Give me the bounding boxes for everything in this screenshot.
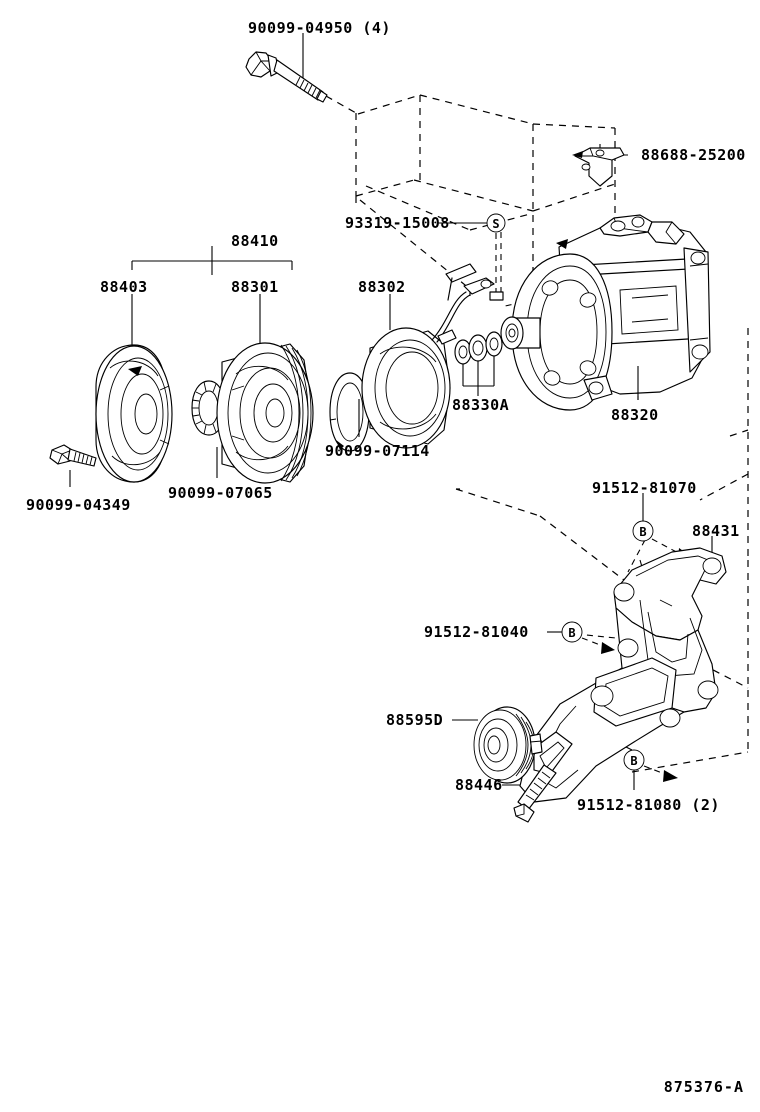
label-bolt-top: 90099-04950 (4) xyxy=(248,19,391,37)
part-shims-88330A xyxy=(454,331,503,396)
label-shims: 88330A xyxy=(452,396,510,414)
part-bolt-88446 xyxy=(502,764,557,823)
part-91512-81080: B xyxy=(623,749,678,790)
part-compressor-88320 xyxy=(500,214,711,411)
label-idler-pulley: 88595D xyxy=(386,711,444,729)
group-bracket-88410 xyxy=(131,246,293,275)
part-bracket-88431 xyxy=(519,536,727,803)
label-snap-ring: 90099-07114 xyxy=(325,442,430,460)
label-compressor: 88320 xyxy=(611,406,659,424)
label-hub-washer: 90099-07065 xyxy=(168,484,273,502)
label-hub-bolt: 90099-04349 xyxy=(26,496,131,514)
label-bracket-main: 88431 xyxy=(692,522,740,540)
part-bolt-90099-04349 xyxy=(49,444,97,487)
part-field-coil-88302 xyxy=(361,263,495,449)
part-washer-90099-07065 xyxy=(191,380,226,478)
part-88688-25200 xyxy=(572,144,628,187)
svg-text:B: B xyxy=(568,626,575,640)
label-idler-bolt: 88446 xyxy=(455,776,503,794)
label-bracket-small: 88688-25200 xyxy=(641,146,746,164)
part-idler-pulley-88595D xyxy=(452,706,543,784)
label-bolt-b-mid: 91512-81040 xyxy=(424,623,529,641)
part-93319-15008: S xyxy=(437,213,506,301)
part-clutch-hub-88403 xyxy=(95,344,173,483)
label-bolt-b-top: 91512-81070 xyxy=(592,479,697,497)
svg-text:B: B xyxy=(639,525,646,539)
label-screw-s: 93319-15008 xyxy=(345,214,450,232)
label-bolt-b-bottom: 91512-81080 (2) xyxy=(577,796,720,814)
label-clutch-rotor: 88301 xyxy=(231,278,279,296)
diagram-id: 875376-A xyxy=(663,1078,744,1096)
part-bolt-90099-04950 xyxy=(245,51,328,103)
svg-text:B: B xyxy=(630,754,637,768)
label-group-clutch: 88410 xyxy=(231,232,279,250)
part-91512-81040: B xyxy=(547,621,615,654)
label-clutch-hub: 88403 xyxy=(100,278,148,296)
svg-text:S: S xyxy=(492,217,499,231)
part-clutch-rotor-88301 xyxy=(216,342,314,484)
label-clutch-coil: 88302 xyxy=(358,278,406,296)
